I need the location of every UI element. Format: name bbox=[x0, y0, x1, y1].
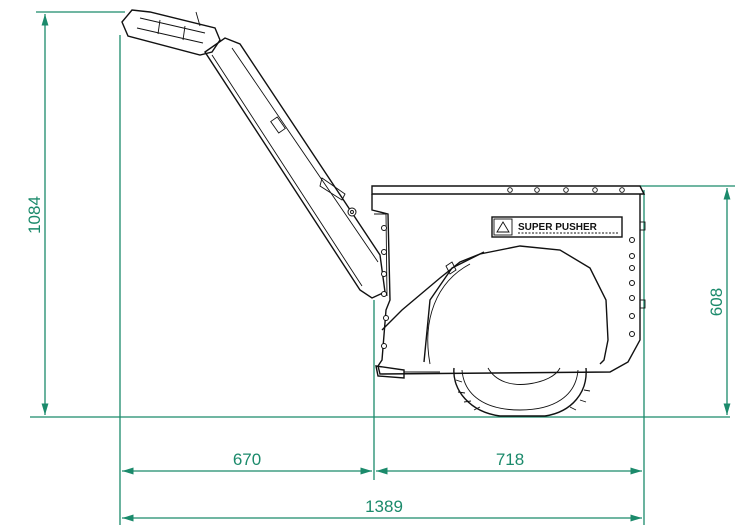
right-bolts bbox=[629, 237, 635, 337]
dimension-lines bbox=[30, 11, 735, 525]
base-skid bbox=[375, 365, 440, 379]
super-pusher-logo: SUPER PUSHER bbox=[491, 216, 623, 238]
handle-arm bbox=[121, 9, 386, 299]
wheel bbox=[453, 367, 591, 417]
label-height-body: 608 bbox=[707, 288, 726, 316]
top-rail-holes bbox=[507, 187, 625, 193]
wheel-cover bbox=[381, 245, 609, 365]
label-length-handle: 670 bbox=[233, 450, 261, 469]
body-chassis bbox=[371, 185, 646, 375]
label-length-body: 718 bbox=[496, 450, 524, 469]
label-length-total: 1389 bbox=[365, 497, 403, 516]
label-height-total: 1084 bbox=[25, 196, 44, 234]
logo-brand-text: SUPER PUSHER bbox=[518, 222, 598, 233]
left-bolts bbox=[381, 225, 389, 349]
